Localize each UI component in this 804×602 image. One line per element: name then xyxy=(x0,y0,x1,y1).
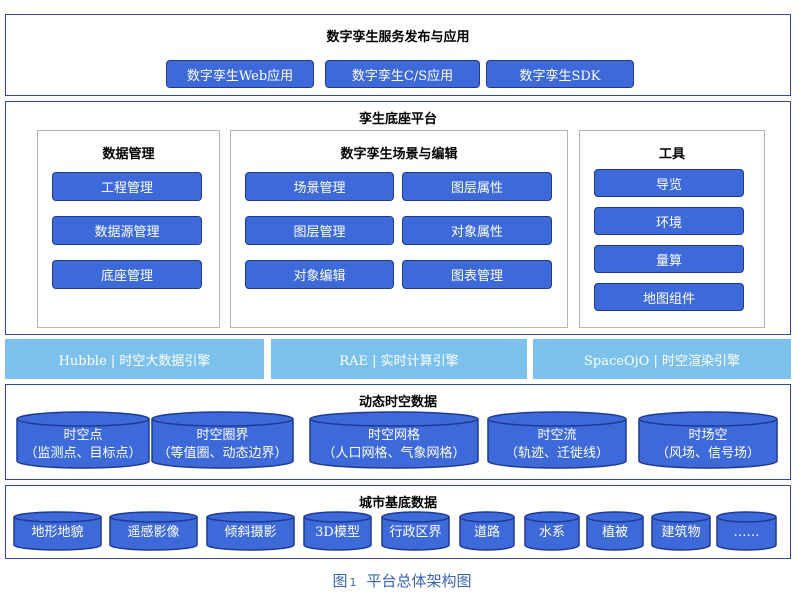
engine-rae: RAE | 实时计算引擎 xyxy=(271,339,527,379)
dynamic-cylinder: 时场空 （风场、信号场） xyxy=(638,411,778,469)
base-cylinder: 3D模型 xyxy=(303,511,372,551)
dynamic-cylinder-name: 时空流 xyxy=(537,428,577,443)
service-layer: 数字孪生服务发布与应用 数字孪生Web应用 数字孪生C/S应用 数字孪生SDK xyxy=(5,14,791,96)
object-edit-button[interactable]: 对象编辑 xyxy=(245,260,394,289)
caption-text: 平台总体架构图 xyxy=(366,572,472,590)
dynamic-cylinder-name: 时场空 xyxy=(688,428,728,443)
dynamic-cylinder: 时空圈界 （等值圈、动态边界） xyxy=(151,411,294,469)
base-cylinder-label: 3D模型 xyxy=(315,525,360,540)
scene-mgmt-button[interactable]: 场景管理 xyxy=(245,172,394,201)
dynamic-data-title: 动态时空数据 xyxy=(358,395,437,410)
layer-props-button[interactable]: 图层属性 xyxy=(402,172,552,201)
map-widget-button[interactable]: 地图组件 xyxy=(594,283,744,311)
environment-button[interactable]: 环境 xyxy=(594,207,744,235)
base-cylinder-label: 行政区界 xyxy=(389,525,442,540)
app-web-button[interactable]: 数字孪生Web应用 xyxy=(166,60,314,88)
tools-panel: 工具 导览 环境 量算 地图组件 xyxy=(579,130,765,328)
object-props-button[interactable]: 对象属性 xyxy=(402,216,552,245)
base-cylinder: 建筑物 xyxy=(651,511,711,551)
dynamic-cylinder-sub: （等值圈、动态边界） xyxy=(157,446,288,461)
base-cylinder-label: 地形地貌 xyxy=(31,525,84,540)
caption-number: 1 xyxy=(349,576,357,589)
scene-edit-panel: 数字孪生场景与编辑 场景管理 图层属性 图层管理 对象属性 对象编辑 图表管理 xyxy=(230,130,568,328)
dynamic-cylinder-name: 时空点 xyxy=(63,428,103,443)
project-mgmt-button[interactable]: 工程管理 xyxy=(52,172,202,201)
app-sdk-button[interactable]: 数字孪生SDK xyxy=(486,60,634,88)
caption-prefix: 图 xyxy=(332,572,348,590)
base-cylinder-label: 道路 xyxy=(473,525,500,540)
base-cylinder-label: 倾斜摄影 xyxy=(224,525,277,540)
base-cylinder: 水系 xyxy=(524,511,580,551)
datasource-mgmt-button[interactable]: 数据源管理 xyxy=(52,216,202,245)
base-data-title: 城市基底数据 xyxy=(358,496,437,511)
platform-title: 孪生底座平台 xyxy=(358,112,437,127)
scene-edit-title: 数字孪生场景与编辑 xyxy=(340,147,458,162)
dynamic-cylinder: 时空点 （监测点、目标点） xyxy=(16,411,150,469)
dynamic-cylinder: 时空网格 （人口网格、气象网格） xyxy=(309,411,479,469)
base-data-layer: 城市基底数据 地形地貌 遥感影像 倾斜摄影 3D模型 行政区界 道路 水系 植被 建筑物 …… xyxy=(5,485,791,559)
dynamic-data-layer: 动态时空数据 时空点 （监测点、目标点） 时空圈界 （等值圈、动态边界） 时空网格 （人口… xyxy=(5,384,791,480)
chart-mgmt-button[interactable]: 图表管理 xyxy=(402,260,552,289)
service-layer-title: 数字孪生服务发布与应用 xyxy=(326,30,470,45)
data-mgmt-panel: 数据管理 工程管理 数据源管理 底座管理 xyxy=(37,130,220,328)
measure-button[interactable]: 量算 xyxy=(594,245,744,273)
engine-hubble: Hubble | 时空大数据引擎 xyxy=(5,339,264,379)
dynamic-cylinder-sub: （风场、信号场） xyxy=(655,446,760,461)
app-cs-button[interactable]: 数字孪生C/S应用 xyxy=(325,60,480,88)
base-cylinder: …… xyxy=(716,511,777,551)
base-cylinder: 植被 xyxy=(586,511,644,551)
base-cylinder-label: 遥感影像 xyxy=(127,525,180,540)
platform-layer: 孪生底座平台 数据管理 工程管理 数据源管理 底座管理 数字孪生场景与编辑 场景… xyxy=(5,101,791,335)
base-cylinder: 遥感影像 xyxy=(109,511,198,551)
base-cylinder: 行政区界 xyxy=(381,511,450,551)
data-mgmt-title: 数据管理 xyxy=(102,147,155,162)
base-mgmt-button[interactable]: 底座管理 xyxy=(52,260,202,289)
engine-spaceojo: SpaceOjO | 时空渲染引擎 xyxy=(533,339,791,379)
base-cylinder-label: …… xyxy=(733,525,760,540)
dynamic-cylinder-name: 时空网格 xyxy=(367,428,420,443)
base-cylinder: 道路 xyxy=(459,511,515,551)
tour-button[interactable]: 导览 xyxy=(594,169,744,197)
base-cylinder: 倾斜摄影 xyxy=(206,511,295,551)
dynamic-cylinder-sub: （监测点、目标点） xyxy=(24,446,142,461)
dynamic-cylinder-sub: （轨迹、迁徙线） xyxy=(504,446,609,461)
base-cylinder-label: 水系 xyxy=(538,525,565,540)
tools-title: 工具 xyxy=(658,147,685,162)
dynamic-cylinder-name: 时空圈界 xyxy=(196,428,249,443)
base-cylinder-label: 植被 xyxy=(601,525,628,540)
base-cylinder-label: 建筑物 xyxy=(661,525,701,540)
layer-mgmt-button[interactable]: 图层管理 xyxy=(245,216,394,245)
dynamic-cylinder: 时空流 （轨迹、迁徙线） xyxy=(487,411,627,469)
base-cylinder: 地形地貌 xyxy=(13,511,102,551)
dynamic-cylinder-sub: （人口网格、气象网格） xyxy=(322,446,466,461)
